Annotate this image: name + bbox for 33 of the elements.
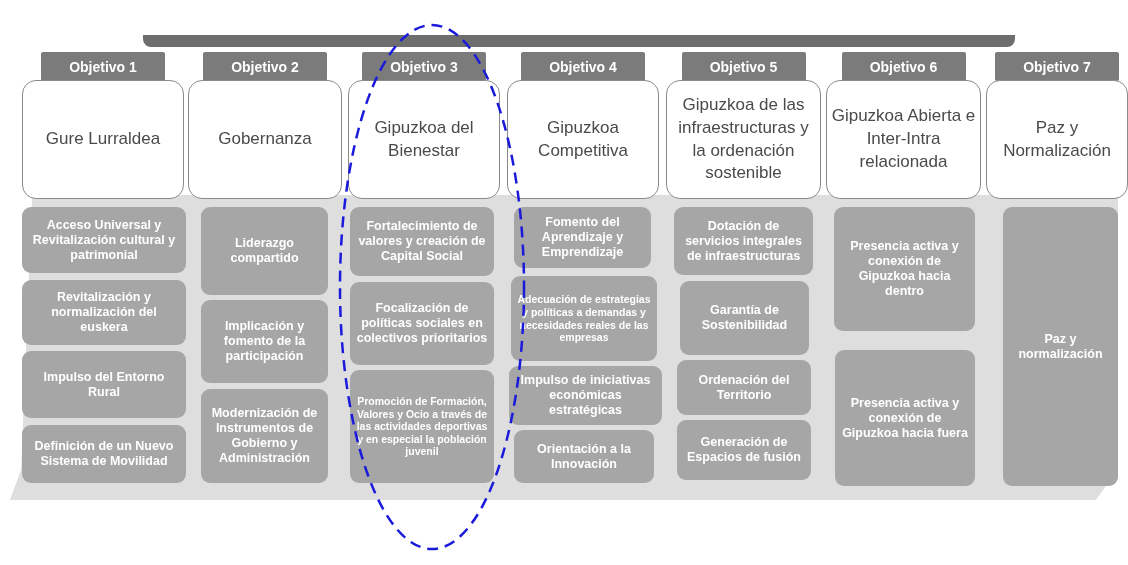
objective-card: Gobernanza — [188, 80, 342, 199]
goal-box: Definición de un Nuevo Sistema de Movilidad — [22, 425, 186, 483]
objective-card: Gipuzkoa Competitiva — [507, 80, 659, 199]
goal-box: Fomento del Aprendizaje y Emprendizaje — [514, 207, 651, 268]
goal-box: Impulso del Entorno Rural — [22, 351, 186, 418]
goal-box: Revitalización y normalización del euskera — [22, 280, 186, 345]
objective-tab: Objetivo 4 — [521, 52, 645, 81]
objective-tab: Objetivo 3 — [362, 52, 486, 81]
objective-card: Gipuzkoa Abierta e Inter-Intra relacionada — [826, 80, 981, 199]
goal-box: Garantía de Sostenibilidad — [680, 281, 809, 355]
objective-card: Paz y Normalización — [986, 80, 1128, 199]
goal-box: Presencia activa y conexión de Gipuzkoa hacia fuera — [835, 350, 975, 486]
objective-card: Gipuzkoa del Bienestar — [348, 80, 500, 199]
goal-box: Ordenación del Territorio — [677, 360, 811, 415]
objective-tab: Objetivo 7 — [995, 52, 1119, 81]
goal-box: Orientación a la Innovación — [514, 430, 654, 483]
objective-card: Gure Lurraldea — [22, 80, 184, 199]
goal-box: Acceso Universal y Revitalización cultural y patrimonial — [22, 207, 186, 273]
goal-box: Modernización de Instrumentos de Gobierno y Administración — [201, 389, 328, 483]
goal-box: Paz y normalización — [1003, 207, 1118, 486]
goal-box: Liderazgo compartido — [201, 207, 328, 295]
goal-box: Fortalecimiento de valores y creación de Capital Social — [350, 207, 494, 276]
goal-box: Generación de Espacios de fusión — [677, 420, 811, 480]
objective-tab: Objetivo 2 — [203, 52, 327, 81]
goal-box: Presencia activa y conexión de Gipuzkoa hacia dentro — [834, 207, 975, 331]
goal-box: Focalización de políticas sociales en colectivos prioritarios — [350, 282, 494, 365]
objective-tab: Objetivo 1 — [41, 52, 165, 81]
goal-box: Impulso de iniciativas económicas estratégicas — [509, 366, 662, 425]
goal-box: Dotación de servicios integrales de infraestructuras — [674, 207, 813, 275]
objective-tab: Objetivo 6 — [841, 52, 966, 81]
goal-box: Implicación y fomento de la participación — [201, 300, 328, 383]
objective-card: Gipuzkoa de las infraestructuras y la ordenación sostenible — [666, 80, 821, 199]
objective-tab: Objetivo 5 — [681, 52, 806, 81]
